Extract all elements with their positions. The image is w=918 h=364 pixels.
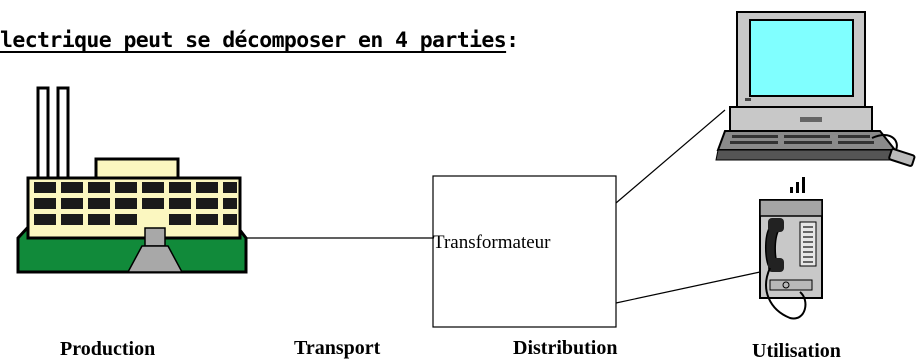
caption-transport: Transport	[294, 337, 381, 359]
caption-distribution: Distribution	[513, 337, 618, 359]
computer-icon	[715, 11, 916, 167]
distribution-line-phone	[615, 271, 761, 304]
heading: lectrique peut se décomposer en 4 partie…	[0, 28, 519, 53]
phone-icon	[759, 177, 823, 320]
transformer-box	[432, 175, 617, 328]
heading-colon: :	[506, 28, 519, 53]
caption-production: Production	[60, 338, 156, 360]
caption-utilisation: Utilisation	[752, 340, 841, 362]
distribution-line-computer	[615, 109, 726, 204]
heading-text: lectrique peut se décomposer en 4 partie…	[0, 28, 507, 53]
transformer-label: Transformateur	[433, 232, 551, 253]
factory-icon	[16, 86, 248, 274]
